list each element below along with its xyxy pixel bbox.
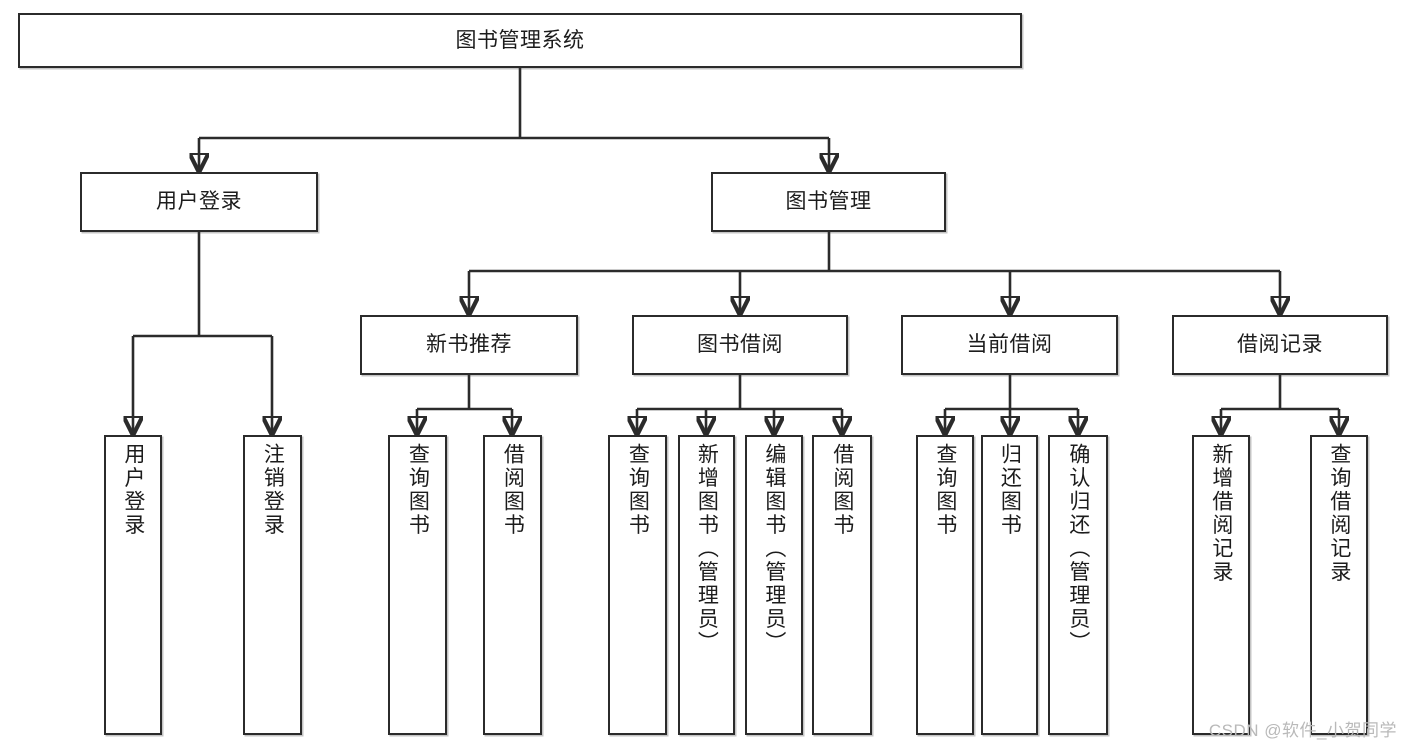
node-root-system[interactable]: 图书管理系统 (18, 13, 1022, 68)
node-label: 新增借阅记录 (1209, 443, 1233, 584)
node-label: 查询图书 (406, 443, 430, 537)
node-book-borrow[interactable]: 图书借阅 (632, 315, 848, 375)
node-label: 图书管理 (785, 190, 872, 214)
node-leaf-return-book[interactable]: 归还图书 (981, 435, 1038, 735)
node-label: 借阅记录 (1237, 333, 1323, 357)
node-label: 归还图书 (998, 443, 1022, 537)
node-leaf-borrow-book-2[interactable]: 借阅图书 (812, 435, 872, 735)
node-borrow-record[interactable]: 借阅记录 (1172, 315, 1388, 375)
node-user-login[interactable]: 用户登录 (80, 172, 318, 232)
watermark-text: CSDN @软件_小贺同学 (1208, 721, 1397, 740)
node-label: 用户登录 (156, 190, 242, 214)
node-label: 新增图书（管理员） (695, 443, 719, 655)
node-label: 借阅图书 (830, 443, 854, 537)
node-leaf-query-book-1[interactable]: 查询图书 (388, 435, 447, 735)
node-book-management[interactable]: 图书管理 (711, 172, 946, 232)
node-leaf-user-login[interactable]: 用户登录 (104, 435, 162, 735)
node-label: 查询借阅记录 (1327, 443, 1351, 584)
node-label: 图书管理系统 (455, 28, 585, 52)
node-new-book-recommend[interactable]: 新书推荐 (360, 315, 578, 375)
node-label: 确认归还（管理员） (1066, 443, 1090, 655)
node-label: 注销登录 (261, 443, 285, 537)
node-leaf-query-book-3[interactable]: 查询图书 (916, 435, 974, 735)
node-leaf-add-book[interactable]: 新增图书（管理员） (678, 435, 735, 735)
node-label: 借阅图书 (501, 443, 525, 537)
node-leaf-edit-book[interactable]: 编辑图书（管理员） (745, 435, 803, 735)
node-leaf-query-record[interactable]: 查询借阅记录 (1310, 435, 1368, 735)
node-label: 查询图书 (626, 443, 650, 537)
node-label: 新书推荐 (426, 333, 512, 357)
node-leaf-query-book-2[interactable]: 查询图书 (608, 435, 667, 735)
node-current-borrow[interactable]: 当前借阅 (901, 315, 1118, 375)
node-leaf-confirm-return[interactable]: 确认归还（管理员） (1048, 435, 1108, 735)
node-leaf-borrow-book-1[interactable]: 借阅图书 (483, 435, 542, 735)
node-label: 查询图书 (933, 443, 957, 537)
node-leaf-add-record[interactable]: 新增借阅记录 (1192, 435, 1250, 735)
node-label: 编辑图书（管理员） (762, 443, 786, 655)
node-leaf-logout-login[interactable]: 注销登录 (243, 435, 302, 735)
node-label: 图书借阅 (697, 333, 783, 357)
node-label: 当前借阅 (966, 333, 1053, 357)
node-label: 用户登录 (121, 443, 145, 537)
